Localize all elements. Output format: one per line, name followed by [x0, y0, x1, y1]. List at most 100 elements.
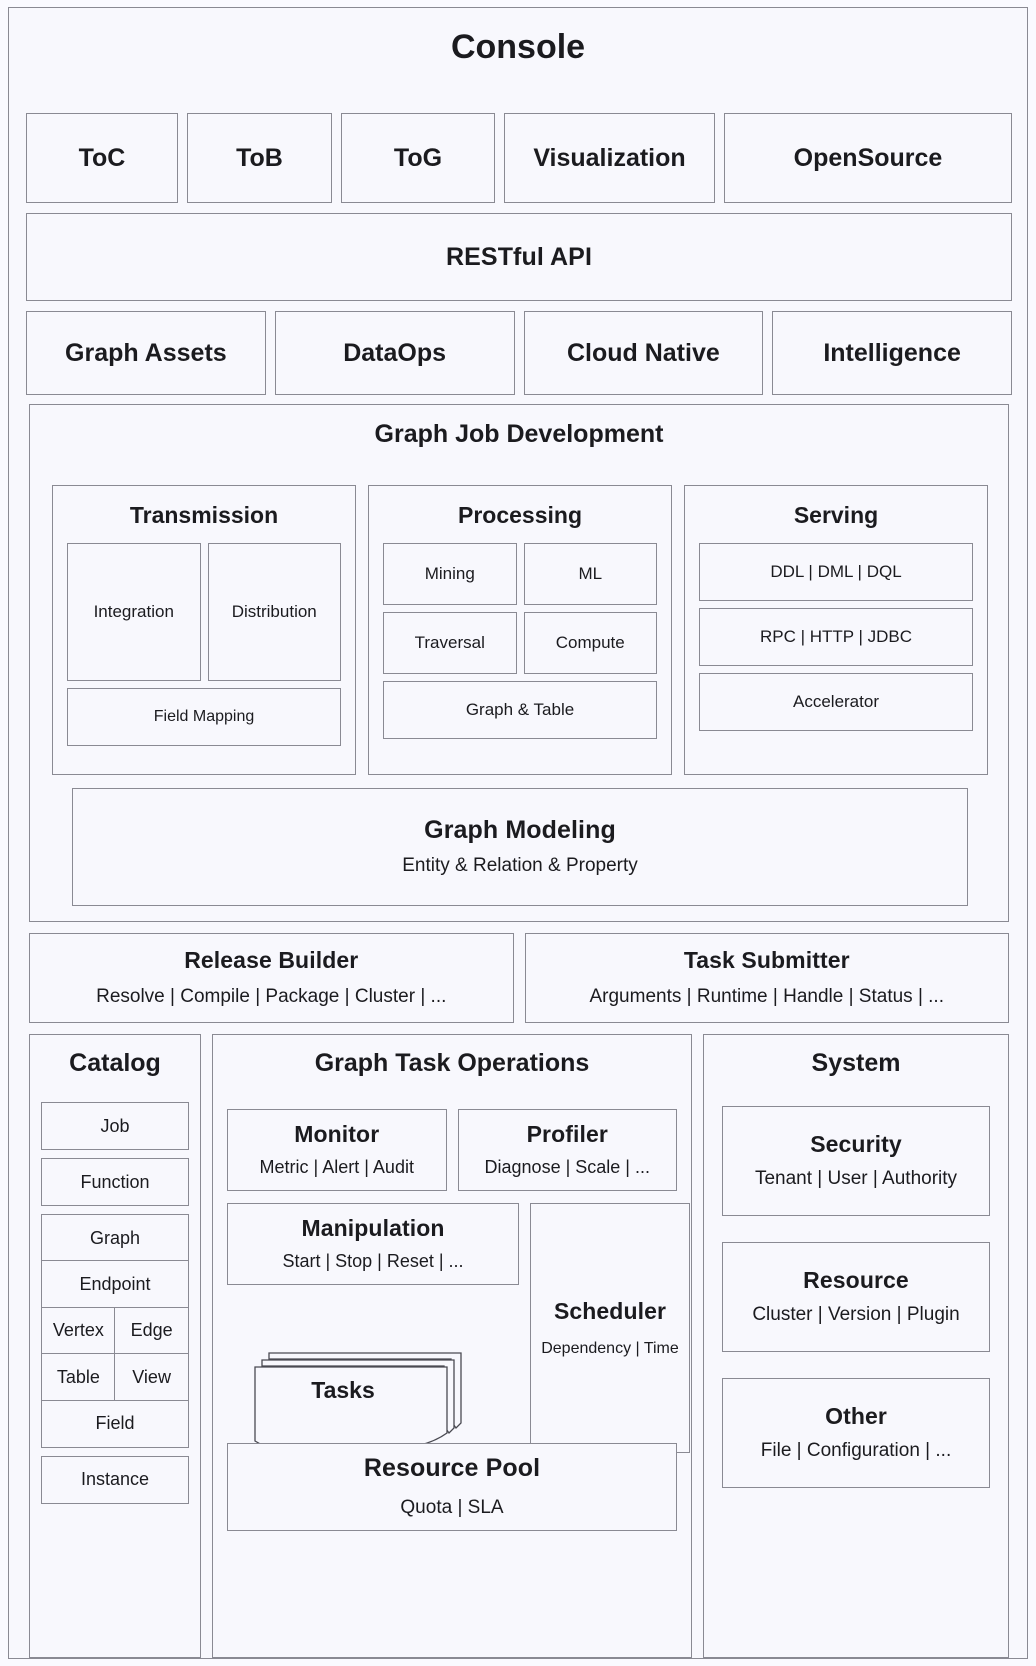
graph-job-development-columns: Transmission Integration Distribution Fi… — [52, 485, 988, 775]
scheduler-box[interactable]: Scheduler Dependency | Time — [530, 1203, 690, 1453]
resource-pool-box[interactable]: Resource Pool Quota | SLA — [227, 1443, 677, 1531]
monitor-title: Monitor — [294, 1120, 380, 1147]
consumer-box-opensource[interactable]: OpenSource — [724, 113, 1012, 203]
monitor-subtitle: Metric | Alert | Audit — [259, 1157, 414, 1178]
consumer-label-opensource: OpenSource — [793, 143, 943, 172]
serving-box-languages[interactable]: DDL | DML | DQL — [699, 543, 973, 601]
transmission-pair-row: Integration Distribution — [67, 543, 341, 681]
processing-label-ml: ML — [578, 564, 603, 583]
graph-task-operations-row-1: Monitor Metric | Alert | Audit Profiler … — [227, 1109, 677, 1191]
system-title: System — [811, 1049, 901, 1077]
catalog-item-function[interactable]: Function — [41, 1158, 189, 1206]
consumer-box-visualization[interactable]: Visualization — [504, 113, 715, 203]
other-subtitle: File | Configuration | ... — [760, 1440, 952, 1462]
transmission-box-field-mapping[interactable]: Field Mapping — [67, 688, 341, 746]
processing-label-traversal: Traversal — [414, 633, 485, 652]
resource-pool-title: Resource Pool — [363, 1454, 541, 1483]
platform-label-cloud-native: Cloud Native — [566, 338, 720, 367]
security-subtitle: Tenant | User | Authority — [754, 1168, 958, 1190]
graph-task-operations-panel: Graph Task Operations Monitor Metric | A… — [212, 1034, 692, 1658]
catalog-label-vertex: Vertex — [52, 1320, 104, 1341]
serving-box-protocols[interactable]: RPC | HTTP | JDBC — [699, 608, 973, 666]
transmission-box-distribution[interactable]: Distribution — [207, 543, 341, 681]
release-row: Release Builder Resolve | Compile | Pack… — [29, 933, 1009, 1023]
serving-label-languages: DDL | DML | DQL — [770, 562, 902, 581]
transmission-title: Transmission — [129, 502, 279, 528]
manipulation-title: Manipulation — [301, 1214, 445, 1241]
catalog-item-field[interactable]: Field — [41, 1399, 189, 1448]
serving-column: Serving DDL | DML | DQL RPC | HTTP | JDB… — [684, 485, 988, 775]
monitor-box[interactable]: Monitor Metric | Alert | Audit — [227, 1109, 447, 1191]
graph-modeling-title: Graph Modeling — [424, 815, 616, 844]
transmission-box-integration[interactable]: Integration — [67, 543, 201, 681]
resource-title: Resource — [803, 1266, 909, 1293]
catalog-item-vertex[interactable]: Vertex — [41, 1306, 116, 1355]
platform-box-cloud-native[interactable]: Cloud Native — [523, 311, 764, 395]
catalog-panel: Catalog Job Function Graph Endpoint Vert… — [29, 1034, 201, 1658]
catalog-item-job[interactable]: Job — [41, 1102, 189, 1150]
catalog-label-job: Job — [100, 1115, 130, 1136]
consumer-box-toc[interactable]: ToC — [26, 113, 178, 203]
consumer-label-tob: ToB — [236, 143, 283, 172]
release-builder-subtitle: Resolve | Compile | Package | Cluster | … — [96, 986, 447, 1008]
catalog-split-table-view: Table View — [41, 1353, 189, 1402]
tasks-document-icon — [254, 1352, 462, 1445]
other-title: Other — [825, 1402, 887, 1429]
catalog-label-graph: Graph — [89, 1227, 141, 1248]
platform-box-graph-assets[interactable]: Graph Assets — [26, 311, 266, 395]
processing-box-compute[interactable]: Compute — [523, 612, 657, 674]
manipulation-box[interactable]: Manipulation Start | Stop | Reset | ... — [227, 1203, 519, 1285]
processing-label-graph-table: Graph & Table — [465, 700, 575, 719]
consumer-label-tog: ToG — [393, 143, 443, 172]
platform-label-intelligence: Intelligence — [823, 338, 961, 367]
serving-stack: DDL | DML | DQL RPC | HTTP | JDBC Accele… — [699, 543, 973, 731]
release-builder-title: Release Builder — [184, 946, 359, 973]
catalog-item-view[interactable]: View — [114, 1353, 189, 1402]
serving-box-accelerator[interactable]: Accelerator — [699, 673, 973, 731]
graph-job-development-panel: Graph Job Development Transmission Integ… — [29, 404, 1009, 922]
profiler-title: Profiler — [526, 1120, 608, 1147]
processing-box-graph-table[interactable]: Graph & Table — [383, 681, 657, 739]
graph-job-development-title: Graph Job Development — [374, 420, 664, 448]
consumer-box-tob[interactable]: ToB — [187, 113, 332, 203]
platform-box-dataops[interactable]: DataOps — [274, 311, 515, 395]
processing-label-compute: Compute — [555, 633, 625, 652]
scheduler-title: Scheduler — [553, 1298, 667, 1325]
catalog-title: Catalog — [69, 1049, 161, 1077]
resource-subtitle: Cluster | Version | Plugin — [752, 1304, 960, 1326]
profiler-box[interactable]: Profiler Diagnose | Scale | ... — [457, 1109, 677, 1191]
catalog-item-instance[interactable]: Instance — [41, 1455, 189, 1504]
catalog-label-instance: Instance — [80, 1469, 150, 1490]
security-box[interactable]: Security Tenant | User | Authority — [722, 1106, 990, 1216]
resource-box[interactable]: Resource Cluster | Version | Plugin — [722, 1242, 990, 1352]
processing-box-ml[interactable]: ML — [523, 543, 657, 605]
task-submitter-subtitle: Arguments | Runtime | Handle | Status | … — [589, 986, 944, 1008]
catalog-label-table: Table — [56, 1366, 100, 1387]
other-box[interactable]: Other File | Configuration | ... — [722, 1378, 990, 1488]
catalog-item-graph[interactable]: Graph — [41, 1214, 189, 1262]
processing-box-traversal[interactable]: Traversal — [383, 612, 517, 674]
processing-box-mining[interactable]: Mining — [383, 543, 517, 605]
manipulation-subtitle: Start | Stop | Reset | ... — [282, 1251, 464, 1272]
transmission-column: Transmission Integration Distribution Fi… — [52, 485, 356, 775]
restful-api-label: RESTful API — [445, 242, 592, 271]
tasks-stack[interactable]: Tasks — [235, 1349, 469, 1445]
catalog-item-table[interactable]: Table — [41, 1353, 116, 1402]
consumer-layer-row: ToC ToB ToG Visualization OpenSource — [26, 113, 1012, 203]
restful-api-box[interactable]: RESTful API — [26, 213, 1012, 301]
catalog-item-endpoint[interactable]: Endpoint — [41, 1260, 189, 1309]
catalog-item-edge[interactable]: Edge — [114, 1306, 189, 1355]
catalog-label-edge: Edge — [130, 1320, 173, 1341]
platform-box-intelligence[interactable]: Intelligence — [772, 311, 1012, 395]
platform-label-graph-assets: Graph Assets — [65, 338, 227, 367]
release-builder-box[interactable]: Release Builder Resolve | Compile | Pack… — [29, 933, 514, 1023]
consumer-box-tog[interactable]: ToG — [341, 113, 495, 203]
processing-row-1: Mining ML — [383, 543, 657, 605]
serving-label-protocols: RPC | HTTP | JDBC — [759, 627, 913, 646]
task-submitter-box[interactable]: Task Submitter Arguments | Runtime | Han… — [524, 933, 1009, 1023]
resource-pool-subtitle: Quota | SLA — [400, 1496, 504, 1518]
page-title: Console — [450, 28, 586, 66]
graph-modeling-box[interactable]: Graph Modeling Entity & Relation & Prope… — [72, 788, 968, 906]
processing-row-2: Traversal Compute — [383, 612, 657, 674]
